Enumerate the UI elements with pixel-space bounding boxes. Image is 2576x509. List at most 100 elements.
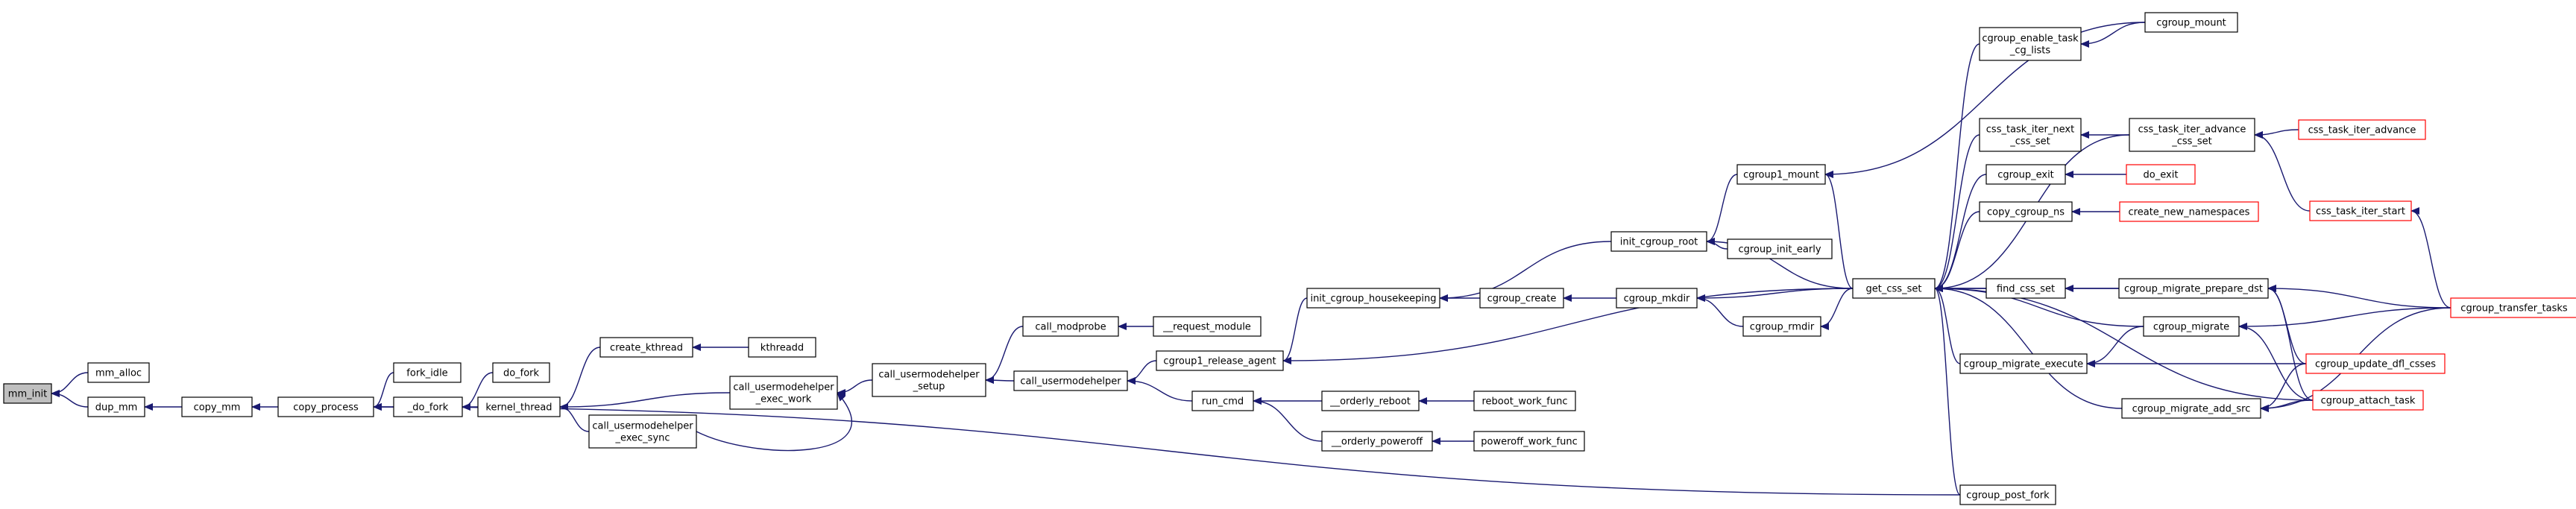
node-box: [1616, 288, 1698, 309]
node-label: cgroup_migrate: [2153, 322, 2229, 333]
node-dup-mm[interactable]: dup_mm: [87, 396, 145, 417]
node-cgroup-post-fork[interactable]: cgroup_post_fork: [1959, 484, 2056, 505]
node-cgroup-migrate-prepare-dst[interactable]: cgroup_migrate_prepare_dst: [2118, 278, 2269, 299]
node-label: do_fork: [503, 368, 540, 379]
node-box: [1610, 231, 1707, 252]
node-cgroup-migrate-execute[interactable]: cgroup_migrate_execute: [1959, 353, 2088, 374]
node-cum-exec-sync[interactable]: call_usermodehelper_exec_sync: [588, 414, 697, 449]
node-label: cgroup_enable_task: [1982, 34, 2079, 45]
node-cgroup-create[interactable]: cgroup_create: [1479, 288, 1564, 309]
edge-cgroup_transfer_tasks-to-cgroup_migrate_prepare_dst: [2267, 285, 2451, 309]
node-cgroup-enable-task-cg-lists[interactable]: cgroup_enable_task_cg_lists: [1979, 27, 2082, 61]
node-css-task-iter-start[interactable]: css_task_iter_start: [2309, 200, 2412, 221]
node-box: [1191, 391, 1254, 411]
edge-cum_exec_sync-to-cum_exec_work: [696, 392, 852, 452]
edge-cgroup_migrate_add_src-to-get_css_set: [1934, 285, 2123, 409]
node-box: [492, 362, 550, 383]
edge-layer: [51, 22, 2451, 496]
node-find-css-set[interactable]: find_css_set: [1985, 278, 2066, 299]
node-call-usermodehelper[interactable]: call_usermodehelper: [1013, 370, 1128, 391]
node-cgroup-exit[interactable]: cgroup_exit: [1985, 164, 2066, 185]
node-kthreadd[interactable]: kthreadd: [748, 337, 816, 358]
node-box: [87, 396, 145, 417]
edge-cgroup_transfer_tasks-to-cgroup_migrate: [2238, 307, 2451, 330]
node-label: call_usermodehelper: [733, 382, 834, 393]
node-cgroup-rmdir[interactable]: cgroup_rmdir: [1742, 316, 1821, 337]
node-box: [477, 396, 561, 417]
node-css-task-iter-advance[interactable]: css_task_iter_advance: [2298, 119, 2426, 140]
node-kernel-thread[interactable]: kernel_thread: [477, 396, 561, 417]
node-cum-setup[interactable]: call_usermodehelper_setup: [872, 363, 986, 397]
node-label: cgroup1_release_agent: [1163, 356, 1276, 367]
node-do-exit[interactable]: do_exit: [2126, 164, 2196, 185]
node-orderly-reboot[interactable]: __orderly_reboot: [1321, 391, 1420, 411]
node-init-cgroup-root[interactable]: init_cgroup_root: [1610, 231, 1707, 252]
node-box: [1473, 431, 1585, 452]
edge-call_usermodehelper-to-cum_setup: [985, 376, 1015, 385]
node-do-fork[interactable]: do_fork: [492, 362, 550, 383]
node-cgroup-mount[interactable]: cgroup_mount: [2144, 12, 2238, 33]
node-box: [1727, 238, 1833, 259]
node-cgroup-migrate-add-src[interactable]: cgroup_migrate_add_src: [2121, 398, 2261, 419]
node-box: [588, 414, 697, 449]
node-copy-process[interactable]: copy_process: [277, 396, 374, 417]
node-box: [2144, 12, 2238, 33]
node-reboot-work-func[interactable]: reboot_work_func: [1473, 391, 1576, 411]
edge-cgroup_mount-to-cgroup_enable_task_cg_lists: [2080, 22, 2146, 48]
node-fork-idle[interactable]: fork_idle: [393, 362, 462, 383]
node-label: _cg_lists: [2009, 45, 2050, 57]
node-label: _do_fork: [407, 402, 449, 414]
node-get-css-set[interactable]: get_css_set: [1852, 278, 1936, 299]
edge-cgroup_migrate_execute-to-get_css_set: [1934, 285, 1961, 364]
node-label: init_cgroup_housekeeping: [1310, 294, 1436, 305]
node-create-new-namespaces[interactable]: create_new_namespaces: [2119, 201, 2259, 222]
node-label: copy_cgroup_ns: [1987, 207, 2065, 218]
node-box: [1306, 288, 1440, 309]
node-box: [1153, 316, 1262, 337]
node-mm-init[interactable]: mm_init: [3, 383, 52, 404]
edge-cgroup1_release_agent-to-call_usermodehelper: [1127, 360, 1157, 385]
node-init-cgroup-housekeeping[interactable]: init_cgroup_housekeeping: [1306, 288, 1440, 309]
edge-get_css_set-to-cgroup1_release_agent: [1282, 288, 1854, 364]
node-cgroup-transfer-tasks[interactable]: cgroup_transfer_tasks: [2450, 297, 2576, 318]
node-css-task-iter-next-css-set[interactable]: css_task_iter_next_css_set: [1979, 118, 2082, 152]
node-box: [2126, 164, 2196, 185]
edge-cum_setup-to-cum_exec_work: [837, 379, 873, 396]
node-cgroup1-release-agent[interactable]: cgroup1_release_agent: [1156, 350, 1284, 371]
node-box: [3, 383, 52, 404]
node-copy-cgroup-ns[interactable]: copy_cgroup_ns: [1979, 201, 2073, 222]
node-box: [2298, 119, 2426, 140]
node-create-kthread[interactable]: create_kthread: [599, 337, 693, 358]
node-cgroup-migrate[interactable]: cgroup_migrate: [2143, 316, 2240, 337]
node-cgroup-mkdir[interactable]: cgroup_mkdir: [1616, 288, 1698, 309]
node-label: cgroup_mkdir: [1624, 294, 1690, 305]
node-orderly-poweroff[interactable]: __orderly_poweroff: [1321, 431, 1433, 452]
edge-get_css_set-to-cgroup_rmdir: [1820, 288, 1854, 330]
node-label: poweroff_work_func: [1481, 437, 1577, 448]
node-label: call_usermodehelper: [592, 421, 693, 432]
node-cum-exec-work[interactable]: call_usermodehelper_exec_work: [729, 376, 838, 410]
node-copy-mm[interactable]: copy_mm: [181, 396, 253, 417]
node--do-fork[interactable]: _do_fork: [393, 396, 463, 417]
node-label: cgroup_init_early: [1738, 244, 1821, 256]
node-cgroup-attach-task[interactable]: cgroup_attach_task: [2312, 390, 2424, 411]
node-cgroup-init-early[interactable]: cgroup_init_early: [1727, 238, 1833, 259]
node-label: run_cmd: [1202, 396, 1244, 408]
node-cgroup-update-dfl-csses[interactable]: cgroup_update_dfl_csses: [2305, 353, 2446, 374]
node-call-modprobe[interactable]: call_modprobe: [1022, 316, 1119, 337]
node-box: [1736, 164, 1826, 185]
node-box: [1852, 278, 1936, 299]
edge-cgroup_transfer_tasks-to-css_task_iter_start: [2410, 207, 2451, 309]
node-label: cgroup_attach_task: [2321, 396, 2416, 407]
node-run-cmd[interactable]: run_cmd: [1191, 391, 1254, 411]
node-label: kthreadd: [760, 343, 804, 354]
node-box: [748, 337, 816, 358]
node-label: copy_mm: [194, 402, 241, 414]
node-css-task-iter-advance-css-set[interactable]: css_task_iter_advance_css_set: [2129, 118, 2255, 152]
node-label: cgroup_migrate_prepare_dst: [2124, 284, 2263, 295]
node-cgroup1-mount[interactable]: cgroup1_mount: [1736, 164, 1826, 185]
node-poweroff-work-func[interactable]: poweroff_work_func: [1473, 431, 1585, 452]
node-box: [181, 396, 253, 417]
node-mm-alloc[interactable]: mm_alloc: [87, 362, 150, 383]
node-request-module[interactable]: __request_module: [1153, 316, 1262, 337]
